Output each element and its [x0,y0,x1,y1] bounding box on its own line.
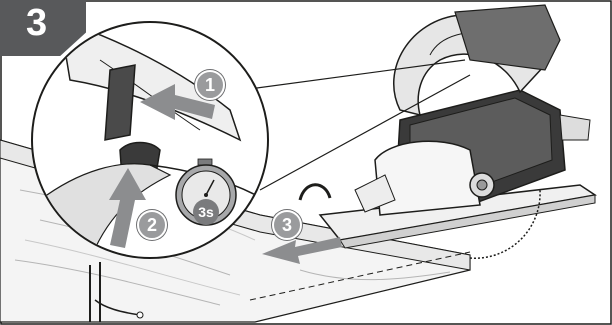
stopwatch-label: 3s [186,204,226,220]
callout-3: 3 [272,210,302,240]
callout-2: 2 [137,210,167,240]
circular-saw [300,5,595,258]
callout-1: 1 [195,70,225,100]
